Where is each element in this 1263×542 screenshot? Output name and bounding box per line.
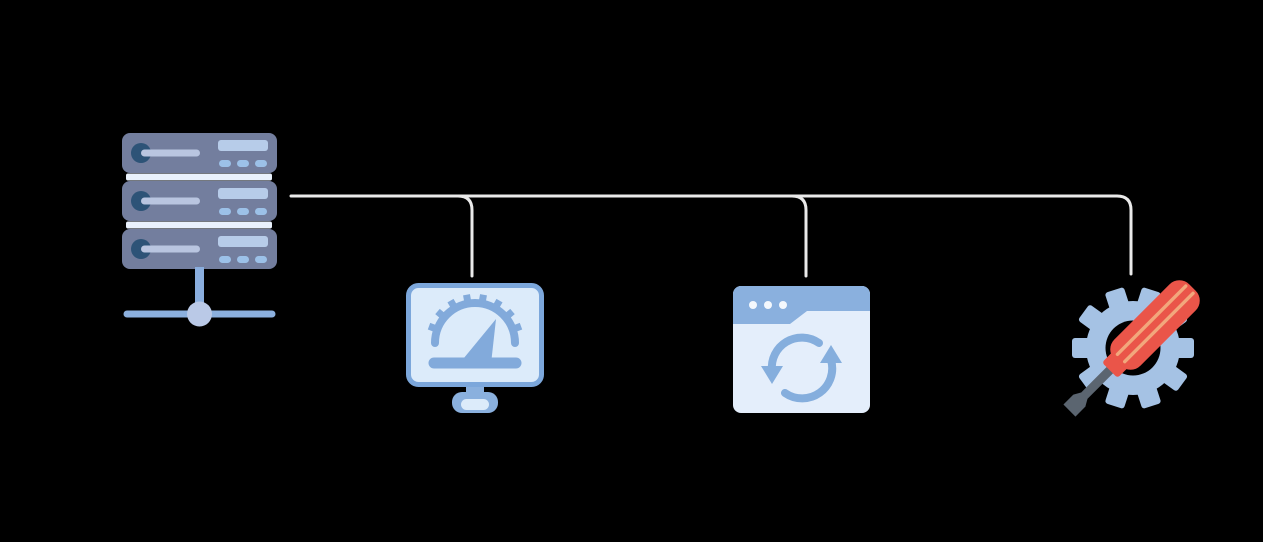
server-vent <box>237 208 249 215</box>
server-panel <box>218 236 268 247</box>
server-vent <box>255 256 267 263</box>
performance-gauge-monitor-icon <box>406 283 544 413</box>
server-panel <box>218 140 268 151</box>
server-slider-bar <box>141 197 200 205</box>
server-slider-bar <box>141 245 200 253</box>
gear-screwdriver-icon <box>1063 280 1200 417</box>
gauge-icon <box>427 294 523 369</box>
server-stack-icon <box>122 133 277 327</box>
screwdriver-stripe <box>1123 291 1195 364</box>
server-vent <box>255 160 267 167</box>
server-vent <box>237 256 249 263</box>
sync-arrowhead-up <box>820 345 842 363</box>
sync-arrowhead-down <box>761 366 783 384</box>
screwdriver-stripe <box>1115 284 1188 357</box>
connector-lines <box>289 194 1133 278</box>
network-node-dot <box>187 301 212 327</box>
screwdriver-icon <box>1063 280 1200 417</box>
server-panel <box>218 188 268 199</box>
server-slider-bar <box>141 149 200 157</box>
connector-main-line <box>289 194 1133 276</box>
connector-branch-monitor <box>456 194 474 278</box>
server-unit-3 <box>122 229 277 269</box>
browser-dot-icon <box>749 301 757 309</box>
screwdriver-handle <box>1110 280 1200 370</box>
network-stem <box>195 267 204 307</box>
browser-dot-icon <box>779 301 787 309</box>
gauge-arc <box>431 299 519 347</box>
server-vent <box>219 160 231 167</box>
connector-branch-browser <box>790 194 808 278</box>
gauge-ticks <box>427 294 523 333</box>
server-unit-2 <box>122 181 277 221</box>
screwdriver-collar <box>1103 352 1128 377</box>
server-unit-1 <box>122 133 277 173</box>
server-vent <box>219 256 231 263</box>
server-separator <box>126 173 272 181</box>
browser-header-bar <box>733 286 870 324</box>
browser-dot-icon <box>764 301 772 309</box>
server-vent <box>219 208 231 215</box>
sync-arc-top <box>767 333 823 375</box>
server-vent <box>237 160 249 167</box>
server-separators <box>126 173 272 229</box>
network-node-icon <box>123 267 276 327</box>
sync-arc-bottom <box>781 356 837 403</box>
sync-arrows-icon <box>761 333 842 403</box>
browser-header-dots <box>749 301 787 309</box>
server-separator <box>126 221 272 229</box>
monitor-stand-base-inner <box>461 399 489 410</box>
browser-sync-icon <box>733 286 870 413</box>
server-vents <box>219 160 267 167</box>
server-vents <box>219 256 267 263</box>
server-vents <box>219 208 267 215</box>
gauge-needle <box>459 319 496 364</box>
server-vent <box>255 208 267 215</box>
screwdriver-handle-stripes <box>1115 284 1195 364</box>
